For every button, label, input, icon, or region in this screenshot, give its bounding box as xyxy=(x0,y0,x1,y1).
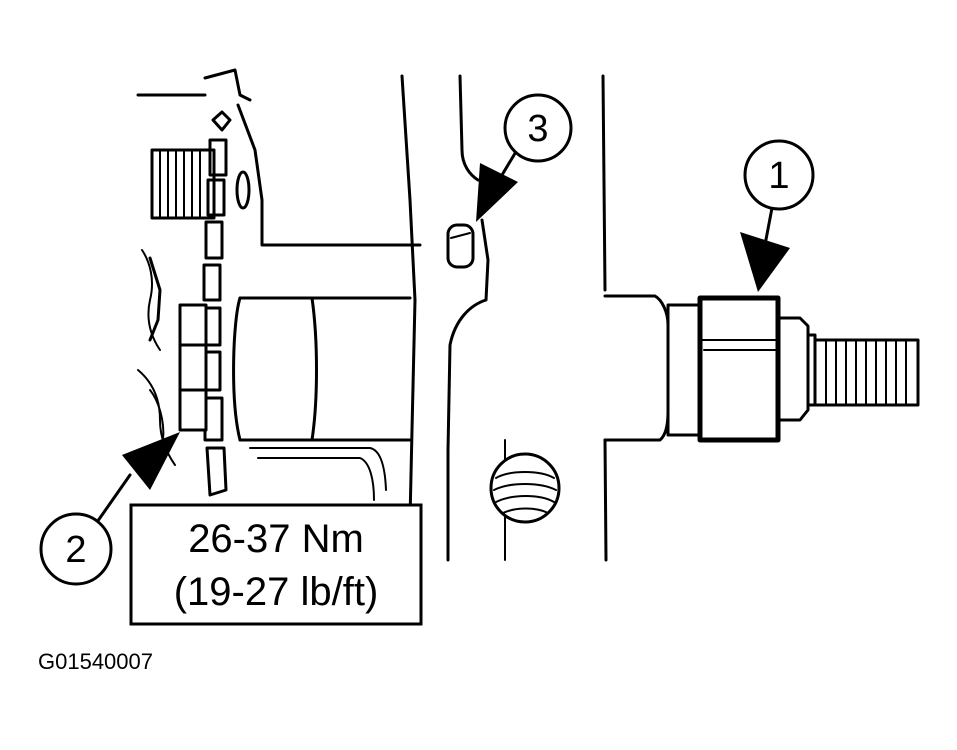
torque-spec-imperial: (19-27 lb/ft) xyxy=(174,570,379,614)
callout-1-leader xyxy=(740,206,790,292)
callout-2-leader xyxy=(93,432,180,527)
sensor-assembly xyxy=(601,74,920,562)
callout-1: 1 xyxy=(743,139,815,211)
threaded-hole xyxy=(489,452,561,524)
timing-chain xyxy=(202,110,251,497)
callout-1-label: 1 xyxy=(768,155,789,197)
camshaft-body xyxy=(232,296,412,501)
torque-spec-box: 26-37 Nm (19-27 lb/ft) xyxy=(129,503,423,626)
torque-spec-metric: 26-37 Nm xyxy=(188,517,364,561)
bolt-stack-upper xyxy=(150,148,216,220)
dowel-pin xyxy=(446,223,475,269)
figure-id: G01540007 xyxy=(38,649,153,674)
callout-2-label: 2 xyxy=(65,529,86,571)
callout-2: 2 xyxy=(39,512,113,586)
callout-3: 3 xyxy=(503,93,573,163)
callout-3-leader xyxy=(476,143,522,222)
left-bracket-outline xyxy=(136,68,422,466)
callout-3-label: 3 xyxy=(527,108,548,150)
camshaft-sprocket-bolt xyxy=(178,303,208,432)
